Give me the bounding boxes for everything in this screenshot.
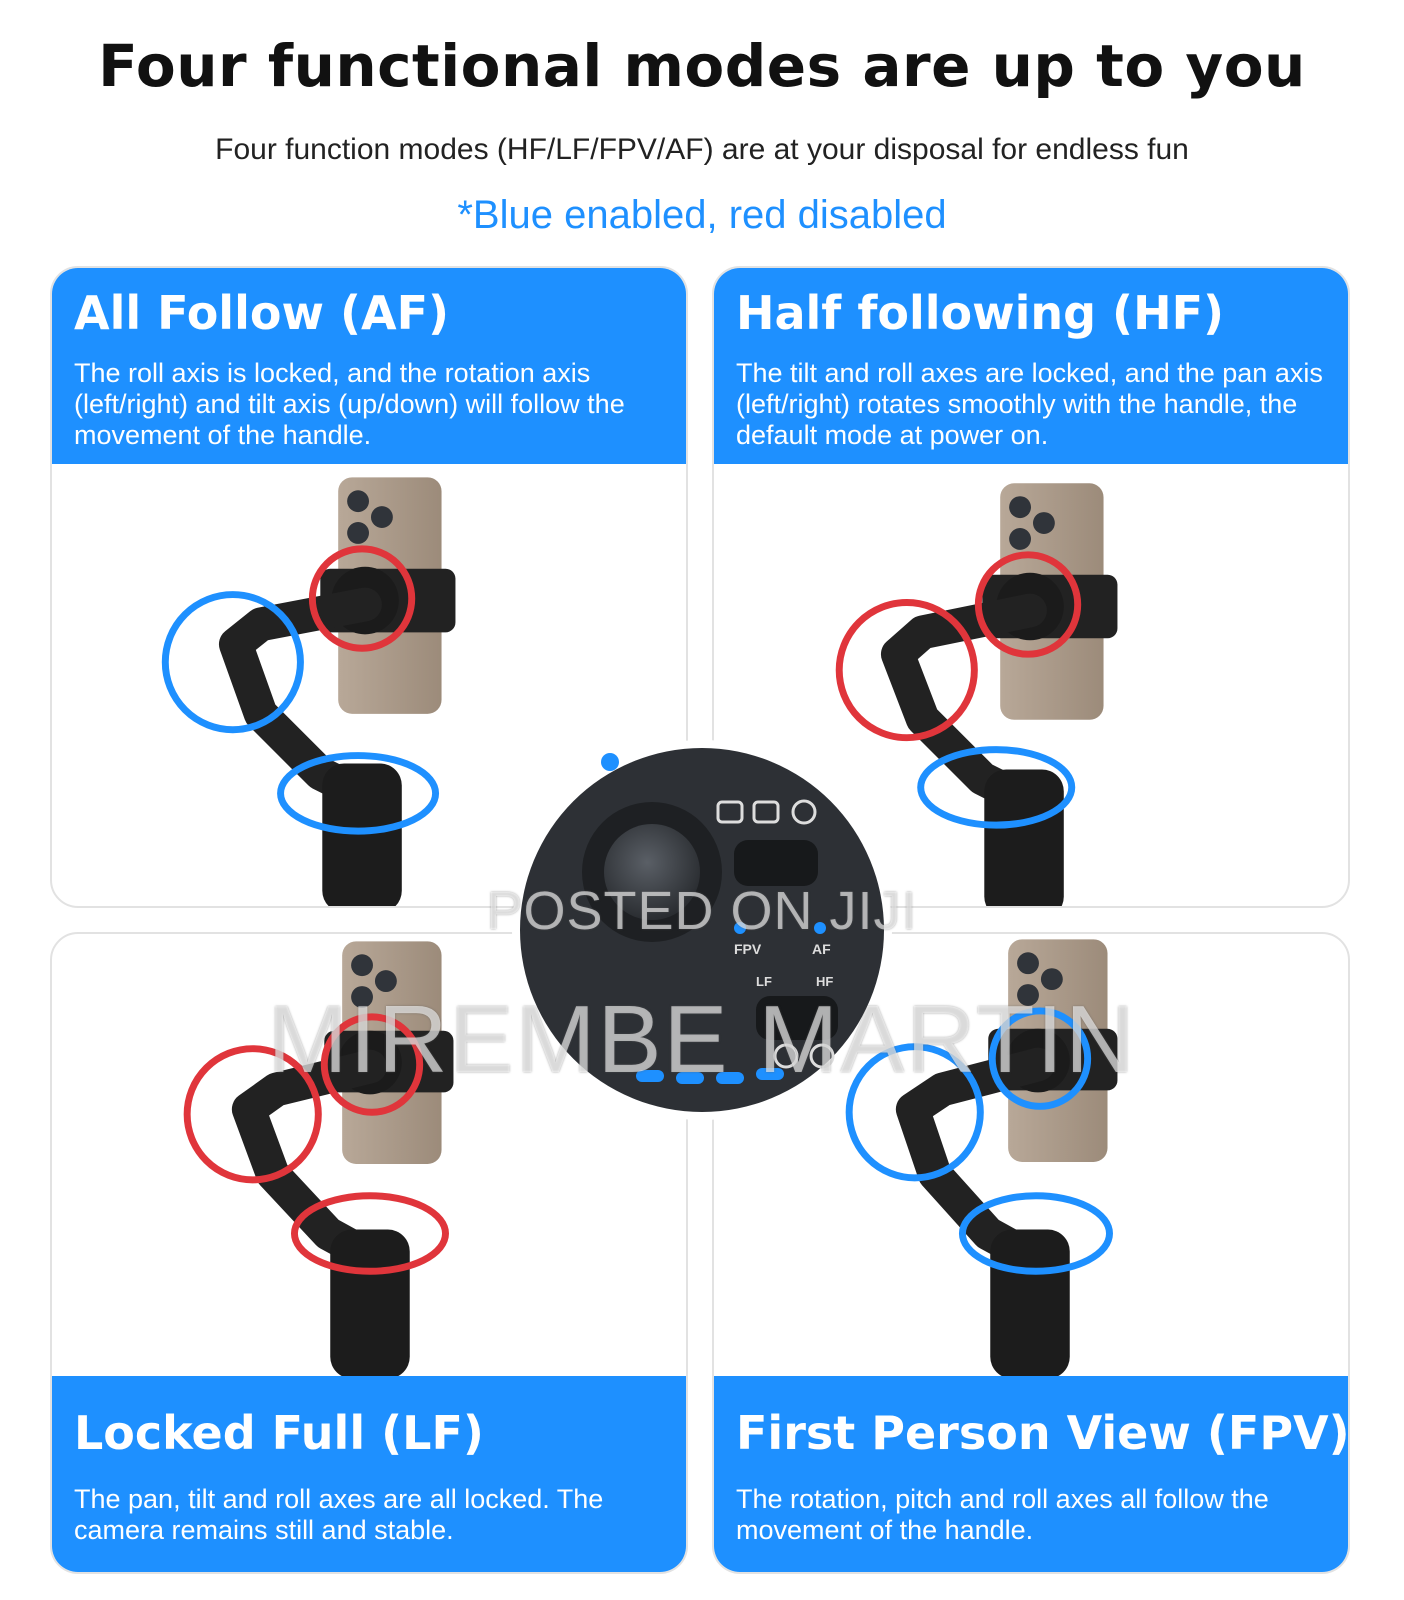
- mode-title-fpv: First Person View (FPV): [736, 1406, 1350, 1460]
- pan-axis-circle: [958, 1192, 1113, 1275]
- page-title: Four functional modes are up to you: [98, 32, 1306, 100]
- battery-led-2: [676, 1072, 704, 1084]
- pan-axis-circle: [917, 746, 1076, 829]
- gimbal-handle: [322, 763, 402, 906]
- tilt-axis-circle: [845, 1043, 984, 1182]
- mode-description-fpv: The rotation, pitch and roll axes all fo…: [736, 1484, 1269, 1545]
- settings-icon: [809, 1043, 835, 1069]
- tilt-axis-circle: [835, 599, 978, 742]
- mode-banner-af: All Follow (AF) The roll axis is locked,…: [52, 268, 686, 464]
- battery-led-1: [636, 1070, 664, 1082]
- legend-note: *Blue enabled, red disabled: [457, 193, 947, 237]
- gimbal-handle: [330, 1229, 410, 1379]
- joystick-icon: [604, 824, 700, 920]
- mode-title-lf: Locked Full (LF): [74, 1406, 484, 1460]
- gimbal-illustration-af: [161, 477, 456, 906]
- gimbal-illustration-hf: [835, 483, 1118, 906]
- mode-description-af: The roll axis is locked, and the rotatio…: [74, 358, 625, 450]
- gimbal-illustration-fpv: [845, 939, 1118, 1379]
- gimbal-handle: [984, 769, 1064, 906]
- video-mode-icon: [752, 800, 780, 824]
- mode-card-af: All Follow (AF) The roll axis is locked,…: [50, 266, 688, 908]
- tilt-axis-circle: [277, 752, 440, 835]
- tracking-icon: [791, 799, 817, 825]
- mode-label-af: AF: [812, 941, 831, 957]
- roll-axis-circle: [988, 1007, 1092, 1110]
- photo-mode-icon: [716, 800, 744, 824]
- gimbal-control-panel: FPV AF LF HF: [512, 740, 892, 1120]
- mode-description-lf: The pan, tilt and roll axes are all lock…: [74, 1484, 604, 1545]
- pan-axis-circle: [290, 1192, 449, 1275]
- mode-description-hf: The tilt and roll axes are locked, and t…: [736, 358, 1323, 450]
- mode-button: [734, 840, 818, 886]
- mode-banner-fpv: First Person View (FPV) The rotation, pi…: [714, 1376, 1348, 1572]
- roll-axis-circle: [974, 551, 1082, 658]
- gimbal-illustration-lf: [183, 941, 454, 1379]
- roll-axis-circle: [308, 545, 416, 652]
- mode-label-lf: LF: [756, 974, 772, 989]
- gimbal-handle: [990, 1229, 1070, 1379]
- mode-banner-lf: Locked Full (LF) The pan, tilt and roll …: [52, 1376, 686, 1572]
- status-led: [601, 753, 619, 771]
- tilt-axis-circle: [183, 1045, 322, 1184]
- trigger-button: [756, 996, 838, 1040]
- mode-banner-hf: Half following (HF) The tilt and roll ax…: [714, 268, 1348, 464]
- control-panel-body: [520, 748, 884, 1112]
- page-subtitle: Four function modes (HF/LF/FPV/AF) are a…: [215, 133, 1189, 166]
- pan-axis-circle: [161, 591, 304, 734]
- mode-card-lf: Locked Full (LF) The pan, tilt and roll …: [50, 932, 688, 1574]
- battery-led-3: [716, 1072, 744, 1084]
- mode-label-fpv: FPV: [734, 941, 762, 957]
- rotate-icon: [773, 1043, 799, 1069]
- roll-axis-circle: [320, 1013, 424, 1116]
- mode-label-hf: HF: [816, 974, 833, 989]
- mode-title-hf: Half following (HF): [736, 286, 1225, 340]
- mode-title-af: All Follow (AF): [74, 286, 450, 340]
- battery-led-4: [756, 1068, 784, 1080]
- mode-card-fpv: First Person View (FPV) The rotation, pi…: [712, 932, 1350, 1574]
